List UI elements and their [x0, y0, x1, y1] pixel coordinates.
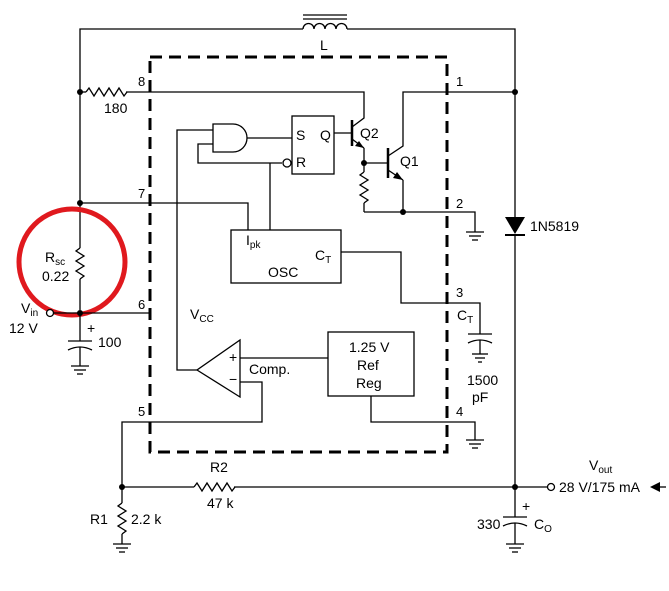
ct-cap-unit: pF — [472, 389, 488, 405]
vout-value: 28 V/175 mA — [559, 479, 641, 495]
svg-text:Reg: Reg — [356, 375, 382, 391]
svg-text:1.25 V: 1.25 V — [349, 339, 390, 355]
r8-value: 180 — [104, 100, 128, 116]
inductor-label: L — [320, 37, 328, 53]
pin-6: 6 — [138, 297, 145, 312]
q1-label: Q1 — [400, 153, 419, 169]
pin-8: 8 — [138, 74, 145, 89]
rsc-highlight-circle — [16, 206, 128, 318]
pin-2: 2 — [456, 196, 463, 211]
oscillator-block: Ipk CT OSC — [230, 229, 342, 284]
svg-text:+: + — [229, 349, 237, 365]
diode-1n5819: 1N5819 — [505, 92, 579, 487]
sr-latch: S Q R — [269, 115, 352, 230]
ground-symbol — [71, 365, 89, 375]
co-plus: + — [522, 498, 530, 514]
q2-label: Q2 — [360, 125, 379, 141]
ct-ext-label: CT — [457, 307, 473, 326]
vin-terminal: Vin 12 V — [9, 300, 150, 336]
svg-text:Ref: Ref — [357, 357, 379, 373]
reference-regulator: 1.25 V Ref Reg — [327, 331, 484, 449]
and-gate — [176, 123, 292, 371]
vin-label: Vin — [21, 300, 38, 319]
feedback-resistor-r1: R1 2.2 k — [90, 487, 162, 553]
rsc-resistor: Rsc 0.22 — [42, 203, 86, 310]
osc-label: OSC — [268, 264, 298, 280]
output-capacitor-co: + 330 CO — [477, 487, 552, 553]
output-terminal: Vout 28 V/175 mA — [515, 457, 666, 495]
svg-text:−: − — [229, 371, 237, 387]
ground-symbol — [466, 231, 484, 241]
pin-5: 5 — [138, 404, 145, 419]
pin-3: 3 — [456, 285, 463, 300]
co-label: CO — [534, 516, 552, 535]
osc-ct-label: CT — [315, 247, 331, 266]
r1-value: 2.2 k — [131, 511, 162, 527]
vin-value: 12 V — [9, 320, 38, 336]
svg-text:Q: Q — [320, 127, 331, 143]
pin-4: 4 — [456, 404, 463, 419]
rsc-label: Rsc — [45, 249, 65, 268]
r1-label: R1 — [90, 511, 108, 527]
diode-label: 1N5819 — [530, 218, 579, 234]
rsc-value: 0.22 — [42, 268, 69, 284]
transistor-q1: Q1 — [386, 91, 515, 212]
inductor-l: L — [79, 14, 516, 95]
pin8-resistor-180: 180 — [80, 86, 150, 116]
ct-cap-value: 1500 — [467, 372, 498, 388]
vout-label: Vout — [589, 457, 612, 476]
q2-emitter-resistor — [358, 163, 403, 213]
pin-7: 7 — [138, 186, 145, 201]
pin-1: 1 — [456, 74, 463, 89]
input-capacitor-100: + 100 — [67, 313, 122, 375]
comp-label: Comp. — [249, 361, 290, 377]
timing-capacitor-ct: CT 1500 pF — [457, 307, 498, 405]
transistor-q2: Q2 — [150, 91, 379, 163]
r2-label: R2 — [210, 459, 228, 475]
svg-text:R: R — [296, 154, 306, 170]
r2-value: 47 k — [207, 495, 234, 511]
vcc-label: VCC — [190, 306, 214, 325]
feedback-resistor-r2: R2 47 k — [122, 459, 515, 511]
comparator: + − Comp. — [121, 338, 328, 487]
ic-package-outline — [148, 55, 449, 454]
cin-plus: + — [87, 320, 95, 336]
co-value: 330 — [477, 516, 501, 532]
ipk-label: Ipk — [246, 232, 261, 251]
svg-text:S: S — [296, 127, 305, 143]
cin-value: 100 — [98, 334, 122, 350]
